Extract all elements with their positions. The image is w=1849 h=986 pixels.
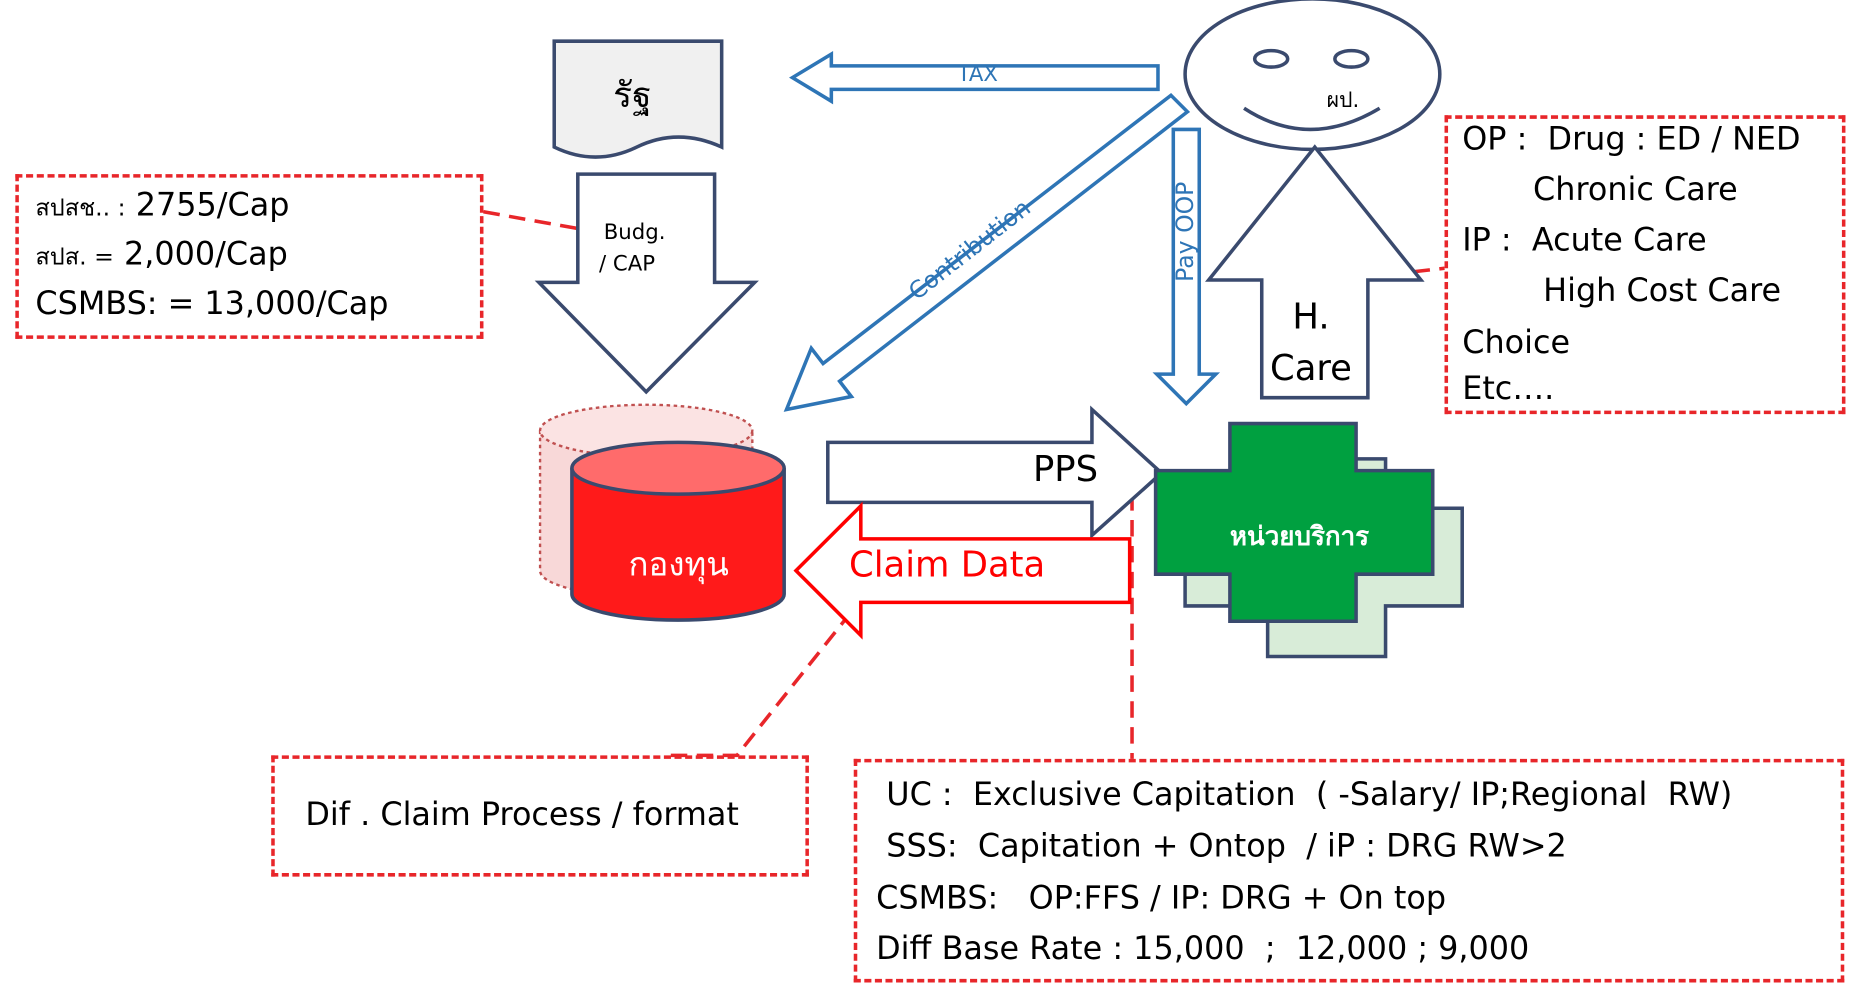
capitation-rates-box: สปสช.. : 2755/Cap สปส. = 2,000/Cap CSMBS… (15, 174, 484, 339)
connector-rates-to-budget (483, 210, 590, 233)
payment-scheme-line: SSS: Capitation + Ontop / iP : DRG RW>2 (876, 828, 1567, 865)
pay-oop-arrow (1152, 127, 1221, 407)
capitation-rate-prefix: สปสช.. : (35, 192, 126, 222)
payment-scheme-line: UC : Exclusive Capitation ( -Salary/ IP;… (876, 776, 1733, 814)
pps-arrow (826, 405, 1165, 540)
state-label: รัฐ (613, 75, 652, 117)
health-care-label-line1: H. (1292, 296, 1330, 338)
budget-label-line1: Budg. (603, 220, 666, 245)
person-label: ผป. (1326, 88, 1360, 113)
state-document-shape (552, 39, 724, 159)
budget-arrow (534, 172, 759, 395)
connector-claim-to-process (666, 610, 853, 758)
capitation-rate-row: สปสช.. : 2755/Cap (35, 187, 289, 226)
tax-arrow (789, 50, 1160, 105)
service-unit-cross-icon (1153, 421, 1464, 659)
payment-scheme-line: CSMBS: OP:FFS / IP: DRG + On top (876, 880, 1447, 917)
person-face-icon (1183, 0, 1442, 152)
pay-oop-label: Pay OOP (1170, 181, 1199, 282)
care-type-line: Etc…. (1462, 370, 1555, 408)
contribution-arrow (783, 92, 1191, 412)
capitation-rate-value: 2,000/Cap (113, 236, 288, 273)
care-type-line: IP : Acute Care (1462, 222, 1707, 259)
tax-label: TAX (957, 62, 998, 88)
care-type-line: Choice (1462, 324, 1571, 362)
payment-schemes-box: UC : Exclusive Capitation ( -Salary/ IP;… (853, 758, 1845, 983)
fund-label: กองทุน (628, 544, 729, 584)
care-type-line: Chronic Care (1462, 171, 1738, 209)
budget-label-line2: / CAP (599, 251, 656, 277)
capitation-rate-prefix: สปส. = (35, 242, 114, 271)
claim-data-arrow (793, 501, 1132, 640)
claim-data-label: Claim Data (849, 544, 1046, 586)
fund-database-icon (538, 403, 786, 622)
health-care-label-line2: Care (1269, 348, 1352, 390)
claim-process-box: Dif . Claim Process / format (271, 755, 809, 877)
capitation-rate-value: 2755/Cap (125, 187, 290, 224)
claim-process-text: Dif . Claim Process / format (305, 796, 739, 834)
capitation-rate-value: CSMBS: = 13,000/Cap (35, 285, 389, 323)
care-type-line: OP : Drug : ED / NED (1462, 121, 1801, 158)
payment-scheme-line: Diff Base Rate : 15,000 ; 12,000 ; 9,000 (876, 930, 1530, 968)
care-type-line: High Cost Care (1462, 272, 1782, 310)
capitation-rate-row: CSMBS: = 13,000/Cap (35, 286, 388, 322)
service-unit-label: หน่วยบริการ (1229, 522, 1370, 552)
health-care-arrow (1205, 144, 1425, 400)
care-types-box: OP : Drug : ED / NED Chronic Care IP : A… (1444, 115, 1846, 415)
capitation-rate-row: สปส. = 2,000/Cap (35, 236, 287, 275)
pps-label: PPS (1032, 449, 1099, 491)
